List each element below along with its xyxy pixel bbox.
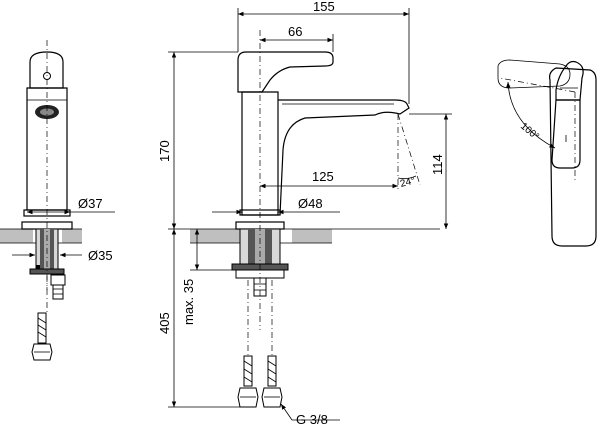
dim-label-125: 125 xyxy=(312,169,334,184)
dimension-diameter-37: Ø37 xyxy=(27,196,115,215)
dim-label-angle-24: 24° xyxy=(399,176,416,190)
dimension-thread-g38: G 3/8 xyxy=(280,403,340,427)
dimension-rotation-100: 100° xyxy=(499,77,576,180)
front-view xyxy=(0,51,82,361)
dimension-125: 125 xyxy=(260,169,398,189)
dim-label-405: 405 xyxy=(157,312,172,334)
dim-label-170: 170 xyxy=(157,140,172,162)
dim-label-max-35: max. 35 xyxy=(181,279,196,325)
dimension-angle-24: 24° xyxy=(397,176,416,190)
dimension-405: 405 xyxy=(157,229,240,408)
dim-label-155: 155 xyxy=(313,0,335,14)
dim-label-diameter-37: Ø37 xyxy=(78,196,103,211)
side-view xyxy=(168,51,440,408)
dimension-170: 170 xyxy=(157,51,238,229)
dimension-diameter-48: Ø48 xyxy=(212,196,340,215)
dim-label-diameter-48: Ø48 xyxy=(298,196,323,211)
dimension-155: 155 xyxy=(237,0,410,104)
dim-label-114: 114 xyxy=(430,154,445,175)
dim-label-66: 66 xyxy=(288,24,302,39)
dimension-diameter-35: Ø35 xyxy=(12,248,113,263)
dimension-max-35: max. 35 xyxy=(181,229,232,325)
top-view xyxy=(497,59,597,247)
dimension-114: 114 xyxy=(409,113,452,229)
dim-label-rotation-100: 100° xyxy=(518,121,541,143)
dimension-66: 66 xyxy=(260,24,334,52)
dim-label-diameter-35: Ø35 xyxy=(88,248,113,263)
dim-label-thread-g38: G 3/8 xyxy=(296,412,328,427)
